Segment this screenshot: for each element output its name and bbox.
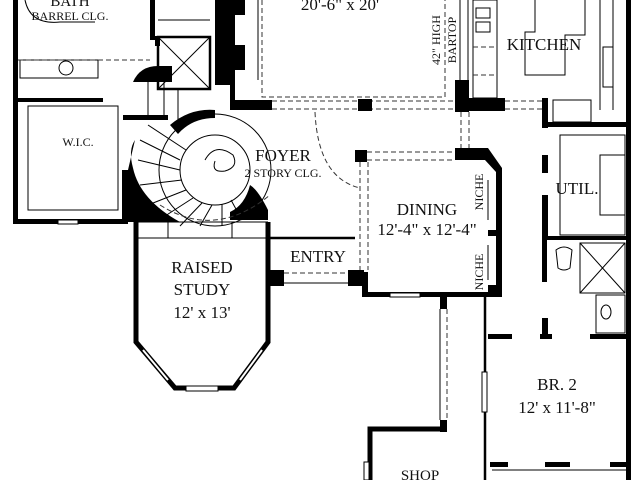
bartop-label-1: 42" HIGH [429, 15, 443, 65]
shop-label: SHOP [401, 468, 439, 480]
closet-box [156, 19, 212, 120]
foyer-label: FOYER [255, 146, 311, 165]
entry-label: ENTRY [290, 247, 346, 266]
fireplace [215, 0, 272, 110]
right-bath [488, 240, 630, 339]
dining-room [355, 148, 502, 298]
br2-label: BR. 2 [537, 375, 577, 394]
bath-wic-walls [13, 0, 172, 225]
util-label: UTIL. [556, 179, 599, 198]
bath-label: BATH [50, 0, 89, 10]
niche-label-bottom: NICHE [472, 254, 486, 291]
dining-label: DINING [397, 200, 457, 219]
kitchen-label: KITCHEN [507, 35, 582, 54]
bath-ceiling-note: BARREL CLG. [32, 9, 109, 23]
study-size: 12' x 13' [173, 303, 230, 322]
entry [268, 236, 364, 286]
raised-study [133, 221, 271, 392]
foyer-ceiling-note: 2 STORY CLG. [244, 166, 321, 180]
br2-size: 12' x 11'-8" [518, 398, 596, 417]
great-room: 20'-6" x 20' [257, 0, 446, 98]
niche-label-top: NICHE [472, 174, 486, 211]
spiral-staircase [128, 109, 272, 227]
util-room [542, 134, 630, 240]
shop-corridor [363, 297, 488, 480]
bartop-label-2: BARTOP [445, 16, 459, 63]
wic-label: W.I.C. [62, 135, 93, 149]
study-label-2: STUDY [174, 280, 231, 299]
dining-size: 12'-4" x 12'-4" [377, 220, 476, 239]
great-room-size: 20'-6" x 20' [301, 0, 379, 14]
foyer-top-wall [272, 0, 548, 189]
bedroom-2 [490, 462, 630, 471]
study-label-1: RAISED [171, 258, 232, 277]
